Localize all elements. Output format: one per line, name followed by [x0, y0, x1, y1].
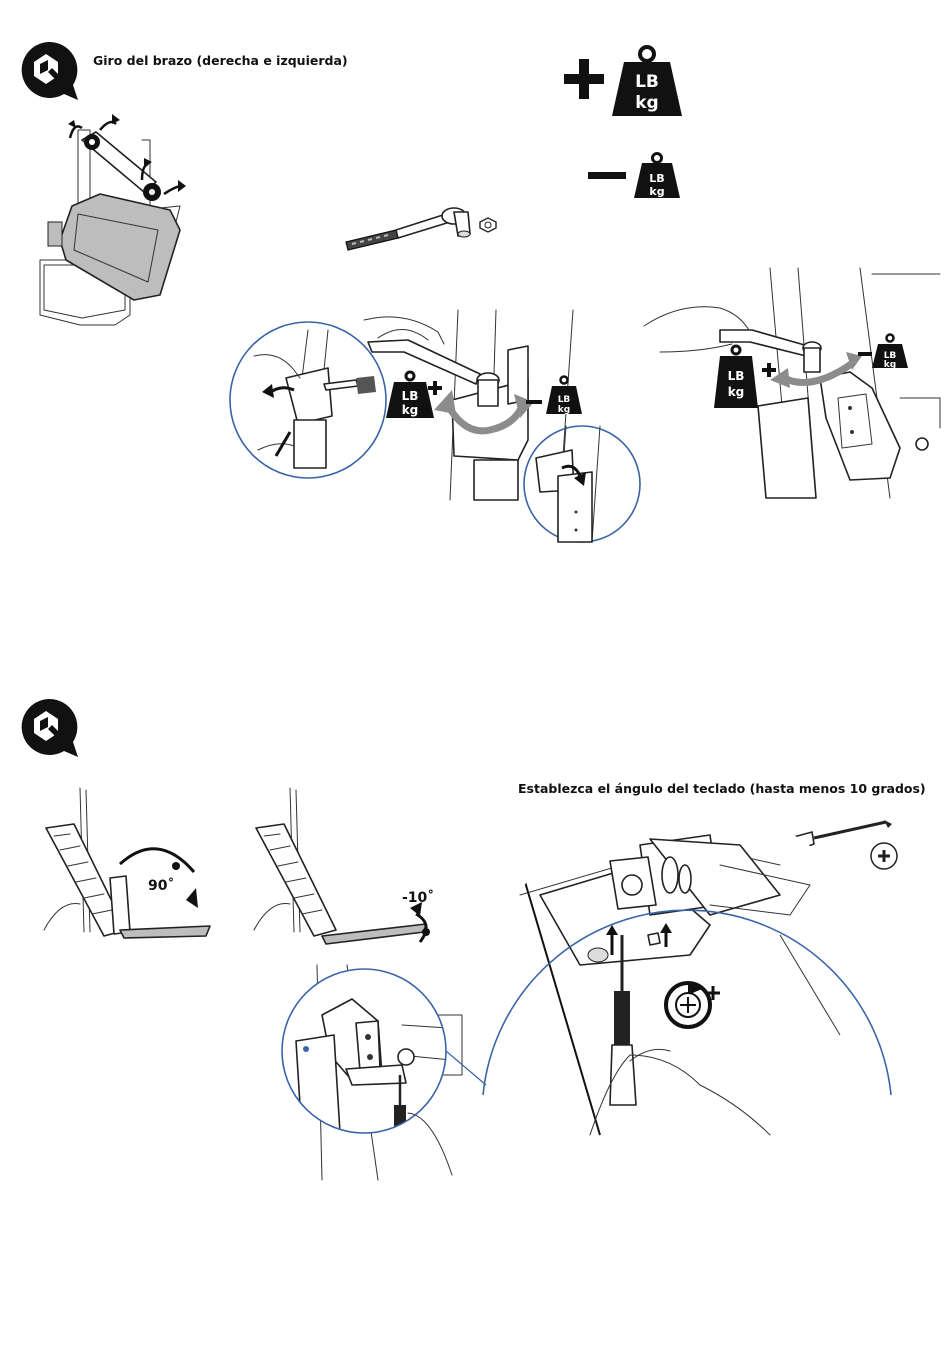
- svg-text:LB: LB: [558, 395, 571, 405]
- angle-minus10-label: -10˚: [402, 889, 434, 906]
- cover-removal-detail: [228, 320, 388, 480]
- svg-text:kg: kg: [884, 360, 896, 370]
- svg-text:LB: LB: [728, 369, 745, 383]
- svg-text:kg: kg: [728, 385, 745, 399]
- svg-text:kg: kg: [402, 403, 419, 417]
- svg-text:kg: kg: [558, 405, 570, 415]
- cover-install-detail: [522, 422, 642, 546]
- section1-title: Giro del brazo (derecha e izquierda): [93, 53, 348, 68]
- wrench-badge-icon: [18, 40, 82, 104]
- keyboard-angle-minus10-illustration: -10˚: [250, 780, 440, 945]
- tilt-screw-detail: [480, 805, 895, 1135]
- svg-text:LB: LB: [402, 389, 419, 403]
- svg-text:LB: LB: [649, 172, 664, 185]
- tension-adjust-closeup: LB kg LB kg: [640, 268, 950, 503]
- svg-text:kg: kg: [649, 185, 664, 198]
- keyboard-angle-90-illustration: 90˚: [40, 780, 220, 945]
- weight-lb-label: LB: [635, 72, 659, 92]
- wrench-badge-icon-2: [18, 697, 82, 761]
- weight-kg-label: kg: [635, 93, 658, 113]
- weight-decrease-icon: LB kg: [584, 152, 684, 200]
- arm-rotation-illustration: [30, 110, 200, 335]
- angle-90-label: 90˚: [148, 877, 174, 894]
- weight-increase-icon: LB kg: [558, 42, 688, 118]
- section2-title: Establezca el ángulo del teclado (hasta …: [518, 781, 926, 796]
- ratchet-wrench-icon: [340, 200, 510, 256]
- tilt-screw-closeup: [282, 965, 482, 1185]
